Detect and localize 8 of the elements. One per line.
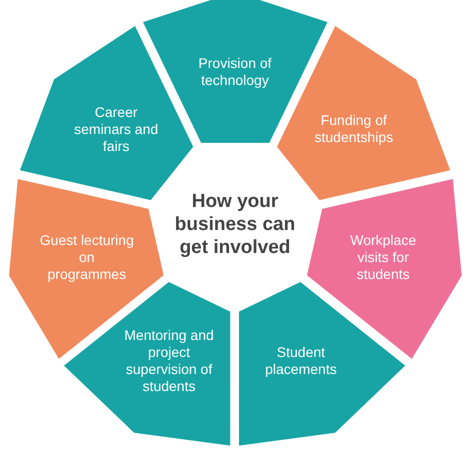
segment-label: Career seminars and fairs xyxy=(73,104,160,155)
segment-label: Mentoring and project supervision of students xyxy=(123,326,215,395)
segment-label: Guest lecturing on programmes xyxy=(38,232,135,284)
center-heading: How your business can get involved xyxy=(174,190,296,258)
segment-label: Workplace visits for students xyxy=(349,232,418,284)
segment-label: Provision of technology xyxy=(197,55,273,89)
segment-label: Funding of studentships xyxy=(314,112,394,146)
segment-label: Student placements xyxy=(264,344,338,378)
